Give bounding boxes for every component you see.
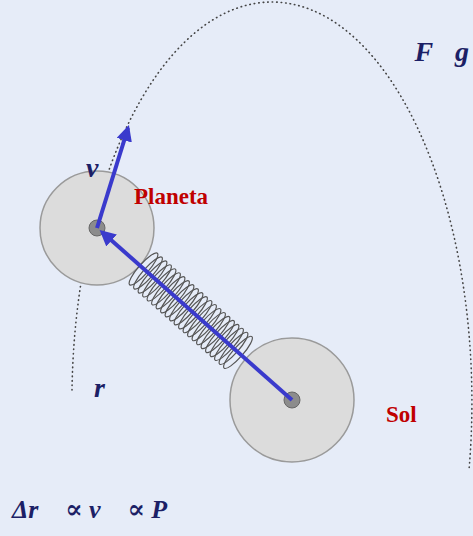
position-vector [102,232,292,400]
proportionality-formula: Δr⃗ ∝ v⃗ ∝ P⃗ [12,494,187,525]
velocity-label: v⃗ [86,152,120,184]
sun-label: Sol [386,402,417,428]
planet-label: Planeta [134,184,208,210]
position-label: r⃗ [94,372,127,404]
force-label: F⃗g [415,36,469,68]
